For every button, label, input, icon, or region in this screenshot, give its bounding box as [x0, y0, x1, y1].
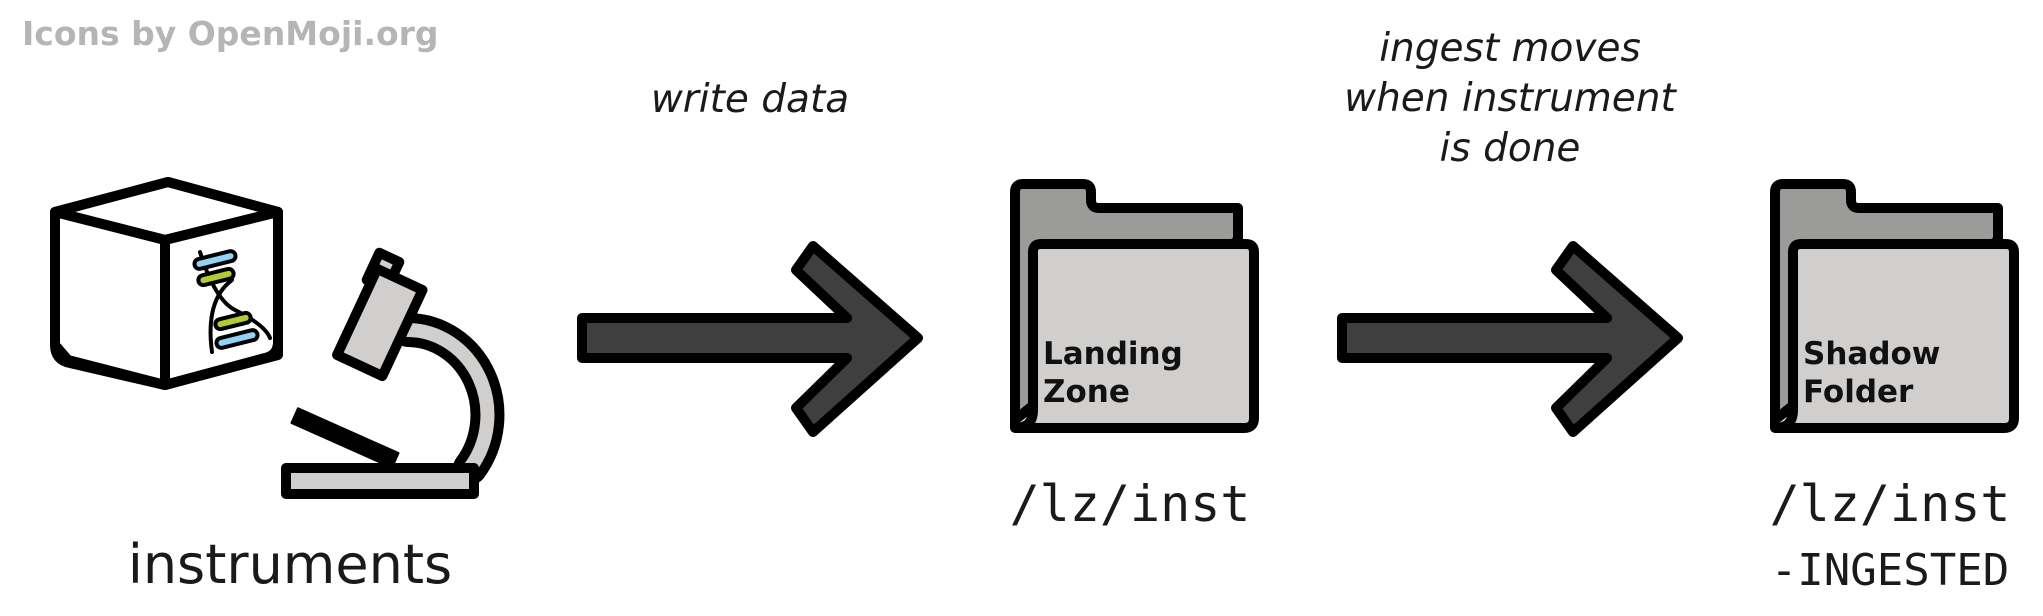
- shadow-folder-path: /lz/inst: [1769, 475, 2011, 533]
- landing-zone-path: /lz/inst: [1009, 475, 1251, 533]
- microscope-icon: [281, 247, 505, 499]
- edge-label-ingest: ingest moves when instrument is done: [1270, 24, 1750, 174]
- shadow-folder-label: Shadow Folder: [1803, 335, 1940, 411]
- folder-label-line: Shadow: [1803, 336, 1941, 372]
- dna-box-icon: [50, 177, 283, 390]
- edge-label-write: write data: [650, 77, 850, 122]
- arrow-right-icon: [1337, 241, 1683, 437]
- shadow-folder-path-suffix: -INGESTED: [1770, 545, 2010, 596]
- folder-label-line: Zone: [1043, 374, 1130, 410]
- edge-label-ingest-line: ingest moves: [1379, 26, 1641, 71]
- credit-text: Icons by OpenMoji.org: [22, 14, 439, 53]
- edge-label-ingest-line: when instrument: [1344, 76, 1676, 121]
- folder-label-line: Folder: [1803, 374, 1914, 410]
- folder-icon: [1770, 179, 2019, 433]
- instruments-label: instruments: [127, 533, 453, 596]
- edge-label-ingest-line: is done: [1439, 126, 1581, 171]
- folder-icon: [1010, 179, 1259, 433]
- folder-label-line: Landing: [1043, 336, 1183, 372]
- arrow-right-icon: [577, 241, 923, 437]
- landing-zone-folder-label: Landing Zone: [1043, 335, 1183, 411]
